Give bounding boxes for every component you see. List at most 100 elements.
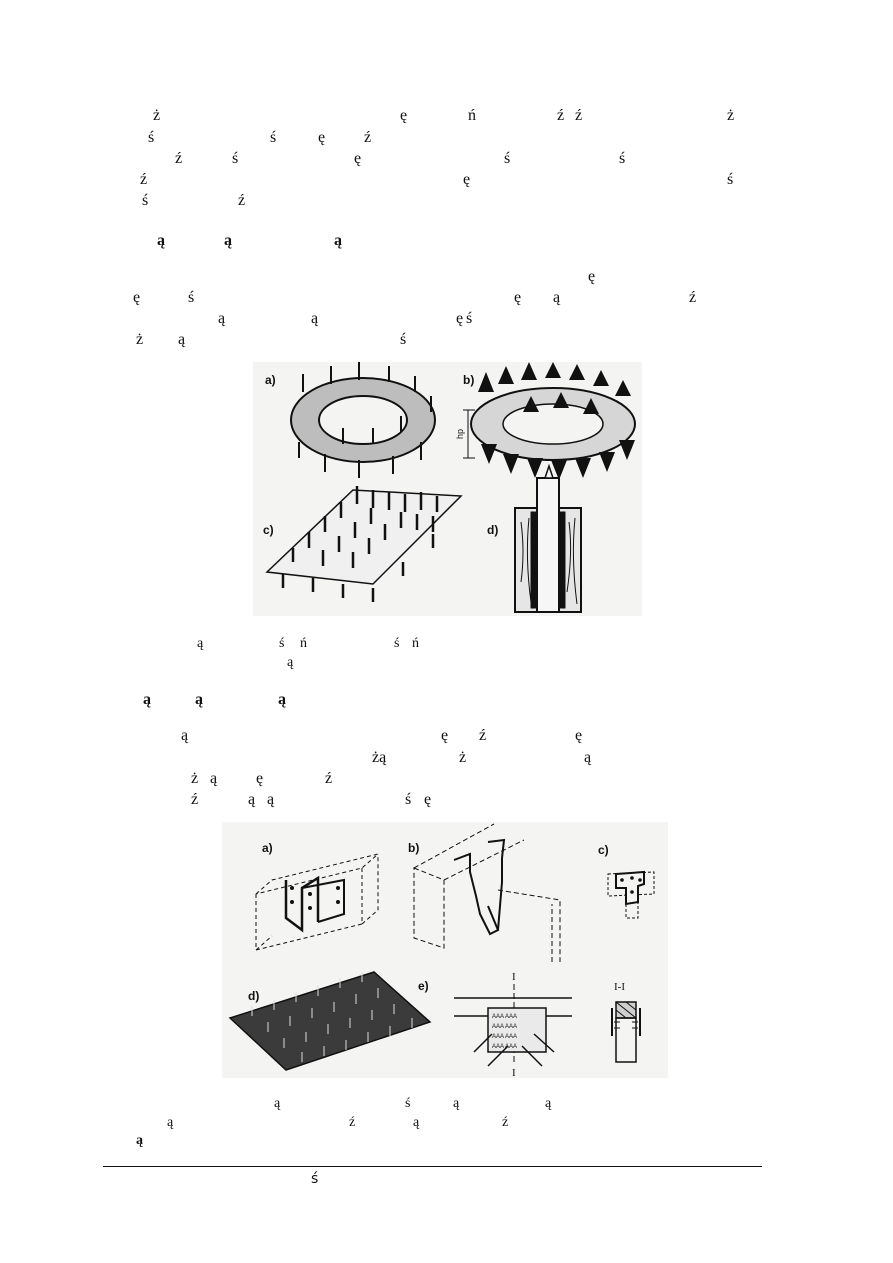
text-glyph: ź bbox=[191, 791, 199, 808]
text-glyph: ś bbox=[311, 1171, 319, 1187]
text-glyph: ę bbox=[424, 791, 432, 808]
text-glyph: ą bbox=[197, 636, 204, 651]
text-glyph: ź bbox=[140, 171, 148, 188]
text-glyph: ę bbox=[133, 289, 141, 306]
text-glyph: ś bbox=[148, 129, 155, 146]
text-glyph: ą bbox=[267, 791, 275, 808]
text-glyph: ą bbox=[584, 749, 592, 766]
text-glyph: ż bbox=[459, 749, 467, 766]
joist-hanger-icon bbox=[255, 853, 379, 952]
text-glyph: ź bbox=[325, 770, 333, 787]
timber-joint-section-icon bbox=[514, 463, 582, 613]
text-glyph: żą bbox=[372, 749, 387, 766]
text-glyph: ę bbox=[588, 268, 596, 285]
footer-divider bbox=[103, 1166, 762, 1167]
text-glyph: ś bbox=[188, 289, 195, 306]
figure-2-label-a: a) bbox=[262, 841, 273, 855]
text-glyph: ą bbox=[453, 1096, 460, 1111]
text-glyph: ń bbox=[300, 636, 307, 651]
text-glyph: ś bbox=[727, 171, 734, 188]
text-glyph: ś bbox=[142, 192, 149, 209]
text-glyph: ą bbox=[224, 232, 232, 249]
text-glyph: ż bbox=[191, 770, 199, 787]
truss-joint-icon: I I AAA AAA AAA AAA AAA AAA AAA AAA bbox=[454, 971, 572, 1078]
text-glyph: ą bbox=[248, 791, 256, 808]
text-glyph: ś bbox=[394, 636, 400, 651]
text-glyph: ę bbox=[354, 150, 362, 167]
section-i-i-icon: I-I bbox=[611, 981, 641, 1063]
spiked-nail-plate-icon bbox=[228, 971, 432, 1071]
text-glyph: ą bbox=[311, 310, 319, 327]
text-glyph: ą bbox=[178, 331, 186, 348]
height-dimension-label: hp bbox=[455, 429, 465, 439]
text-glyph: ą bbox=[136, 1133, 143, 1148]
text-glyph: ź bbox=[349, 1115, 356, 1130]
text-glyph: ń bbox=[412, 636, 419, 651]
figure-2-label-c: c) bbox=[598, 843, 609, 857]
text-glyph: ź bbox=[557, 107, 565, 124]
text-glyph: ą bbox=[413, 1115, 420, 1130]
text-glyph: ś bbox=[405, 1096, 411, 1111]
figure-1-illustration: a) b) bbox=[263, 362, 636, 613]
text-glyph: ź bbox=[502, 1115, 509, 1130]
text-glyph: ą bbox=[218, 310, 226, 327]
text-glyph: ą bbox=[287, 655, 294, 670]
text-glyph: ż bbox=[727, 107, 735, 124]
figure-2-metal-connectors: a) b) c) d) bbox=[222, 822, 668, 1078]
text-glyph: ś bbox=[400, 331, 407, 348]
text-glyph: ę bbox=[441, 727, 449, 744]
text-glyph: ę bbox=[456, 310, 464, 327]
text-glyph: ę bbox=[575, 727, 583, 744]
text-glyph: ś bbox=[619, 150, 626, 167]
text-glyph: ą bbox=[278, 691, 286, 708]
text-glyph: ź bbox=[364, 129, 372, 146]
t-connector-icon bbox=[607, 870, 655, 919]
text-glyph: ż bbox=[136, 331, 144, 348]
text-glyph: ę bbox=[318, 129, 326, 146]
text-glyph: ź bbox=[575, 107, 583, 124]
triangle-tooth-ring-icon: hp bbox=[455, 362, 636, 480]
figure-1-label-b: b) bbox=[463, 373, 474, 387]
figure-2-label-e: e) bbox=[418, 979, 429, 993]
figure-1-label-d: d) bbox=[487, 523, 498, 537]
svg-text:AAA AAA: AAA AAA bbox=[492, 1044, 517, 1050]
text-glyph: ś bbox=[504, 150, 511, 167]
text-glyph: ś bbox=[405, 791, 412, 808]
text-glyph: ż bbox=[153, 107, 161, 124]
figure-1-label-a: a) bbox=[265, 373, 276, 387]
text-glyph: ś bbox=[270, 129, 277, 146]
text-glyph: ą bbox=[210, 770, 218, 787]
text-glyph: ś bbox=[279, 636, 285, 651]
text-glyph: ź bbox=[238, 192, 246, 209]
text-glyph: ę bbox=[514, 289, 522, 306]
text-glyph: ą bbox=[167, 1115, 174, 1130]
text-glyph: ą bbox=[195, 691, 203, 708]
text-glyph: ś bbox=[232, 150, 239, 167]
text-glyph: ę bbox=[400, 107, 408, 124]
text-glyph: ę bbox=[463, 171, 471, 188]
text-glyph: ś bbox=[466, 310, 473, 327]
svg-text:AAA AAA: AAA AAA bbox=[492, 1024, 517, 1030]
figure-2-illustration: a) b) c) d) bbox=[228, 823, 655, 1078]
text-glyph: ą bbox=[157, 232, 165, 249]
svg-text:AAA AAA: AAA AAA bbox=[492, 1034, 517, 1040]
text-glyph: ń bbox=[468, 107, 476, 124]
figure-2-label-d: d) bbox=[248, 989, 259, 1003]
twisted-strap-hanger-icon bbox=[413, 823, 561, 962]
section-marker-bottom: I bbox=[512, 1067, 516, 1078]
section-marker-top: I bbox=[512, 971, 516, 983]
text-glyph: ą bbox=[545, 1096, 552, 1111]
text-glyph: ą bbox=[334, 232, 342, 249]
figure-1-label-c: c) bbox=[263, 523, 274, 537]
text-glyph: ą bbox=[181, 727, 189, 744]
text-glyph: ź bbox=[175, 150, 183, 167]
text-glyph: ź bbox=[689, 289, 697, 306]
toothed-ring-icon bbox=[290, 362, 436, 478]
nail-plate-icon bbox=[265, 486, 463, 602]
section-label: I-I bbox=[614, 981, 625, 993]
svg-text:AAA AAA: AAA AAA bbox=[492, 1014, 517, 1020]
text-glyph: ą bbox=[553, 289, 561, 306]
text-glyph: ę bbox=[256, 770, 264, 787]
text-glyph: ź bbox=[479, 727, 487, 744]
